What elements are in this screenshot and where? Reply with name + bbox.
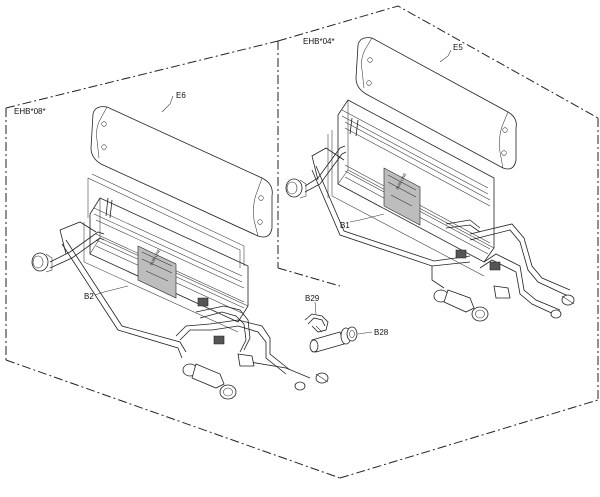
pipework-right [304,117,571,317]
fittings-right [285,178,575,322]
part-label-b2: B2 [84,292,94,301]
part-label-b29: B29 [305,294,320,303]
part-label-e5: E5 [453,43,463,52]
group-label-ehb-04: EHB*04* [303,37,335,46]
heat-exchanger-b1 [327,99,495,277]
group-boundary-ehb-04 [277,5,599,287]
pipework-left [49,197,311,379]
part-label-e6: E6 [176,91,186,100]
group-boundary-ehb-08 [5,40,599,479]
cover-e6 [90,106,273,238]
part-label-b28: B28 [374,328,389,337]
clip-b29 [304,313,329,333]
group-label-ehb-08: EHB*08* [14,107,46,116]
cover-e5 [355,37,517,170]
part-label-b1: B1 [340,221,350,230]
pipe-fitting-b28 [309,326,358,353]
fittings-left [31,252,329,400]
leader-lines [94,49,452,335]
